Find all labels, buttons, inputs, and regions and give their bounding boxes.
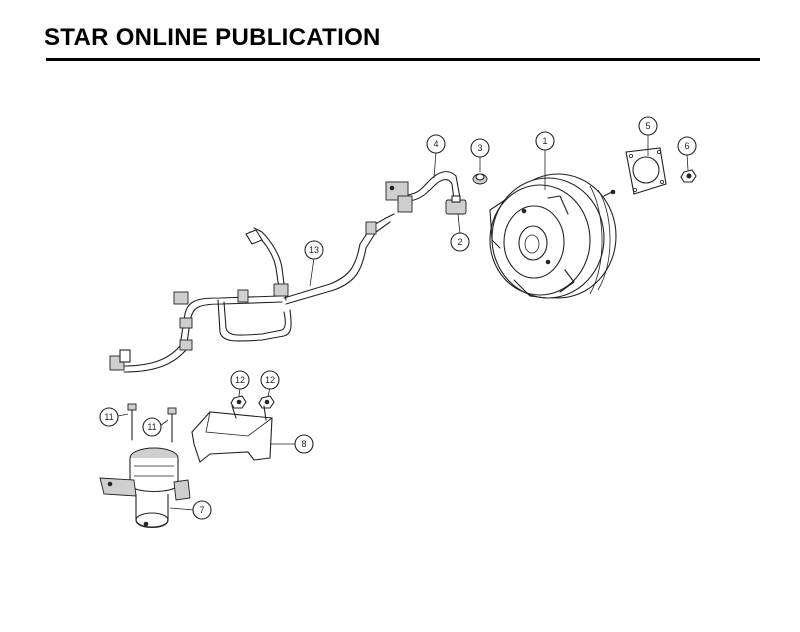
svg-text:11: 11 bbox=[104, 412, 113, 422]
brake-booster[interactable] bbox=[489, 173, 617, 299]
bolt-11-left[interactable] bbox=[127, 403, 137, 441]
svg-text:12: 12 bbox=[235, 375, 245, 385]
svg-text:1: 1 bbox=[542, 136, 547, 146]
callout-1: 1 bbox=[535, 131, 555, 151]
callout-7: 7 bbox=[192, 500, 212, 520]
gasket[interactable] bbox=[625, 147, 667, 195]
svg-text:5: 5 bbox=[645, 121, 650, 131]
header-rule bbox=[46, 58, 760, 61]
svg-text:11: 11 bbox=[147, 422, 156, 432]
callout-4: 4 bbox=[426, 134, 446, 154]
svg-text:8: 8 bbox=[301, 439, 306, 449]
callout-13: 13 bbox=[304, 240, 324, 260]
pump-bracket[interactable] bbox=[191, 405, 273, 463]
callout-2: 2 bbox=[450, 232, 470, 252]
publication-title: STAR ONLINE PUBLICATION bbox=[44, 24, 381, 51]
svg-text:4: 4 bbox=[433, 139, 438, 149]
bolt-11-right[interactable] bbox=[167, 407, 177, 443]
svg-text:12: 12 bbox=[265, 375, 275, 385]
grommet-3[interactable] bbox=[472, 173, 488, 185]
vacuum-pump[interactable] bbox=[99, 447, 191, 529]
nut-12-right[interactable] bbox=[258, 395, 275, 409]
nut-6[interactable] bbox=[680, 169, 697, 183]
svg-text:2: 2 bbox=[457, 237, 462, 247]
svg-text:13: 13 bbox=[309, 245, 319, 255]
callout-11-left: 11 bbox=[99, 407, 119, 427]
svg-text:3: 3 bbox=[477, 143, 482, 153]
callout-11-right: 11 bbox=[142, 417, 162, 437]
callout-12-left: 12 bbox=[230, 370, 250, 390]
callout-12-right: 12 bbox=[260, 370, 280, 390]
callout-8: 8 bbox=[294, 434, 314, 454]
callout-5: 5 bbox=[638, 116, 658, 136]
callout-3: 3 bbox=[470, 138, 490, 158]
check-valve-hose[interactable] bbox=[385, 171, 461, 213]
callout-6: 6 bbox=[677, 136, 697, 156]
svg-text:6: 6 bbox=[684, 141, 689, 151]
svg-text:7: 7 bbox=[199, 505, 204, 515]
nut-12-left[interactable] bbox=[230, 395, 247, 409]
vacuum-hose-assembly[interactable] bbox=[109, 213, 395, 373]
vacuum-sensor[interactable] bbox=[445, 195, 467, 215]
leader-lines bbox=[117, 134, 689, 511]
